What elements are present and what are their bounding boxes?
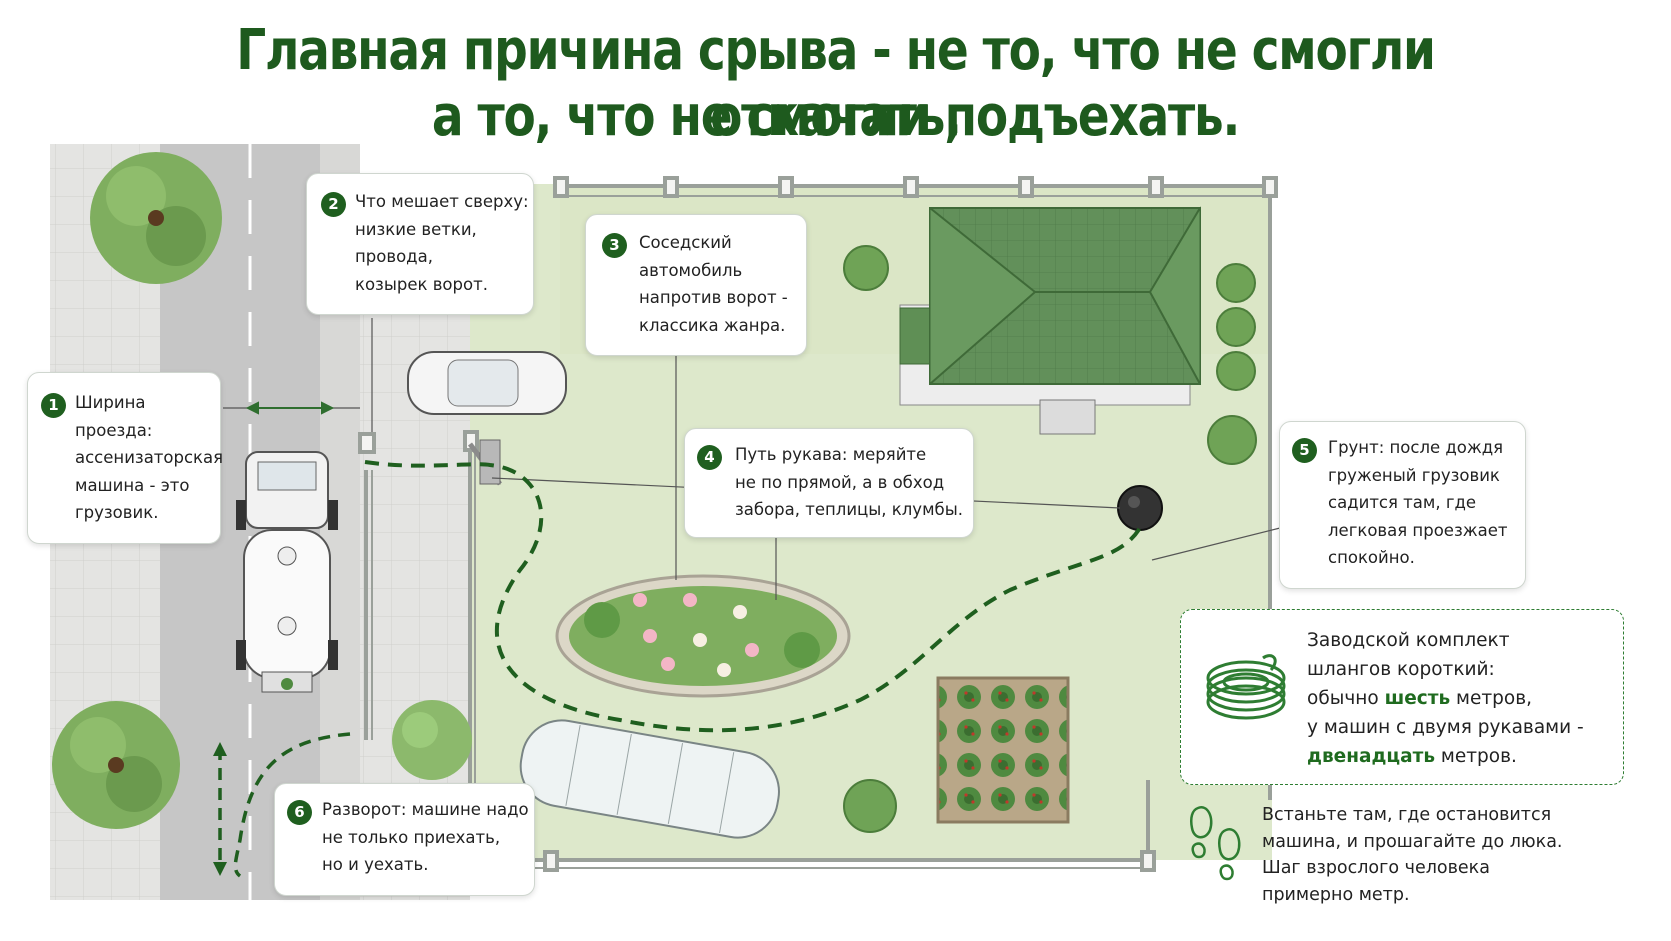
- callout-1-line: Ширина: [75, 393, 146, 412]
- callout-5-line: спокойно.: [1328, 548, 1415, 567]
- flower-bed: [555, 574, 851, 698]
- step-tip-line: Шаг взрослого человека: [1262, 858, 1490, 878]
- step-tip: Встаньте там, где остановится машина, и …: [1262, 802, 1563, 908]
- hose-kit-line-2: шлангов короткий:: [1307, 659, 1495, 680]
- highlight-twelve: двенадцать: [1307, 746, 1436, 767]
- title-line-1: Главная причина срыва - не то, что не см…: [236, 18, 1436, 149]
- callout-soil: 5 Грунт: после дождя груженый грузовик с…: [1279, 421, 1526, 589]
- callout-2-line: низкие ветки,: [355, 219, 477, 239]
- greenhouse: [519, 719, 780, 839]
- septic-truck: [236, 451, 338, 693]
- turnaround-path: [233, 732, 351, 878]
- callout-neighbour-car: 3 Соседский автомобиль напротив ворот - …: [585, 214, 807, 356]
- hose-kit-line-5-post: метров.: [1435, 746, 1517, 767]
- callout-5-line: Грунт: после дождя: [1328, 438, 1504, 457]
- callout-1-line: ассенизаторская: [75, 448, 224, 467]
- callout-road-width: 1 Ширина проезда: ассенизаторская машина…: [27, 372, 224, 544]
- callout-number-3: 3: [602, 233, 627, 258]
- hose-kit-note: Заводской комплект шлангов короткий: обы…: [1180, 609, 1624, 785]
- neighbour-car: [407, 351, 567, 415]
- hose-kit-line-3-post: метров,: [1450, 688, 1532, 709]
- septic-hatch: [1117, 485, 1163, 531]
- callout-5-line: садится там, где: [1328, 493, 1477, 512]
- highlight-six: шесть: [1384, 688, 1451, 709]
- callout-turnaround: 6 Разворот: машине надо не только приеха…: [274, 783, 535, 896]
- callout-1-line: машина - это: [75, 475, 190, 495]
- callout-number-1: 1: [41, 393, 66, 418]
- callout-2-line: провода,: [355, 247, 433, 266]
- title-line-2: а то, что не смогли подъехать.: [431, 84, 1240, 149]
- callout-1-line: грузовик.: [75, 503, 159, 522]
- width-arrow: [245, 401, 335, 415]
- callout-4-line: Путь рукава: меряйте: [735, 445, 927, 464]
- callout-number-6: 6: [287, 800, 312, 825]
- callout-5-line: легковая проезжает: [1328, 520, 1508, 540]
- callout-overhead: 2 Что мешает сверху: низкие ветки, прово…: [306, 173, 534, 315]
- footprints-icon: [1190, 806, 1241, 881]
- callout-number-5: 5: [1292, 438, 1317, 463]
- callout-2-line: Что мешает сверху:: [355, 192, 529, 211]
- callout-6-line: не только приехать,: [322, 827, 501, 847]
- tree-near-gate: [392, 700, 472, 780]
- callout-hose-path: 4 Путь рукава: меряйте не по прямой, а в…: [684, 428, 974, 538]
- callout-2-line: козырек ворот.: [355, 274, 488, 294]
- callout-5-line: груженый грузовик: [1328, 465, 1500, 485]
- vegetable-beds: [936, 676, 1070, 824]
- callout-4-line: забора, теплицы, клумбы.: [735, 500, 963, 519]
- callout-1-line: проезда:: [75, 420, 153, 440]
- callout-3-line: автомобиль: [639, 260, 743, 280]
- callout-number-4: 4: [697, 445, 722, 470]
- callout-3-line: Соседский: [639, 233, 732, 252]
- hose-kit-line-4: у машин с двумя рукавами -: [1307, 717, 1584, 738]
- callout-3-line: классика жанра.: [639, 315, 786, 335]
- hose-path: [364, 460, 1142, 733]
- tree-top-left: [90, 152, 222, 284]
- step-tip-line: Встаньте там, где остановится: [1262, 805, 1552, 825]
- callout-4-line: не по прямой, а в обход: [735, 472, 945, 492]
- callout-6-line: но и уехать.: [322, 855, 429, 874]
- hose-coil-icon: [1206, 654, 1286, 720]
- callout-6-line: Разворот: машине надо: [322, 800, 529, 819]
- hose-kit-line-3-pre: обычно: [1307, 688, 1385, 709]
- step-tip-line: примерно метр.: [1262, 884, 1410, 905]
- hose-kit-line-1: Заводской комплект: [1307, 630, 1510, 651]
- house: [899, 206, 1201, 435]
- tree-bottom-left: [52, 701, 180, 829]
- step-tip-line: машина, и прошагайте до люка.: [1262, 831, 1563, 852]
- hose-kit-line-3: обычно шесть метров,: [1307, 684, 1584, 713]
- callout-3-line: напротив ворот -: [639, 288, 788, 307]
- callout-number-2: 2: [321, 192, 346, 217]
- hose-kit-line-5: двенадцать метров.: [1307, 742, 1584, 771]
- shrubs: [843, 245, 1257, 833]
